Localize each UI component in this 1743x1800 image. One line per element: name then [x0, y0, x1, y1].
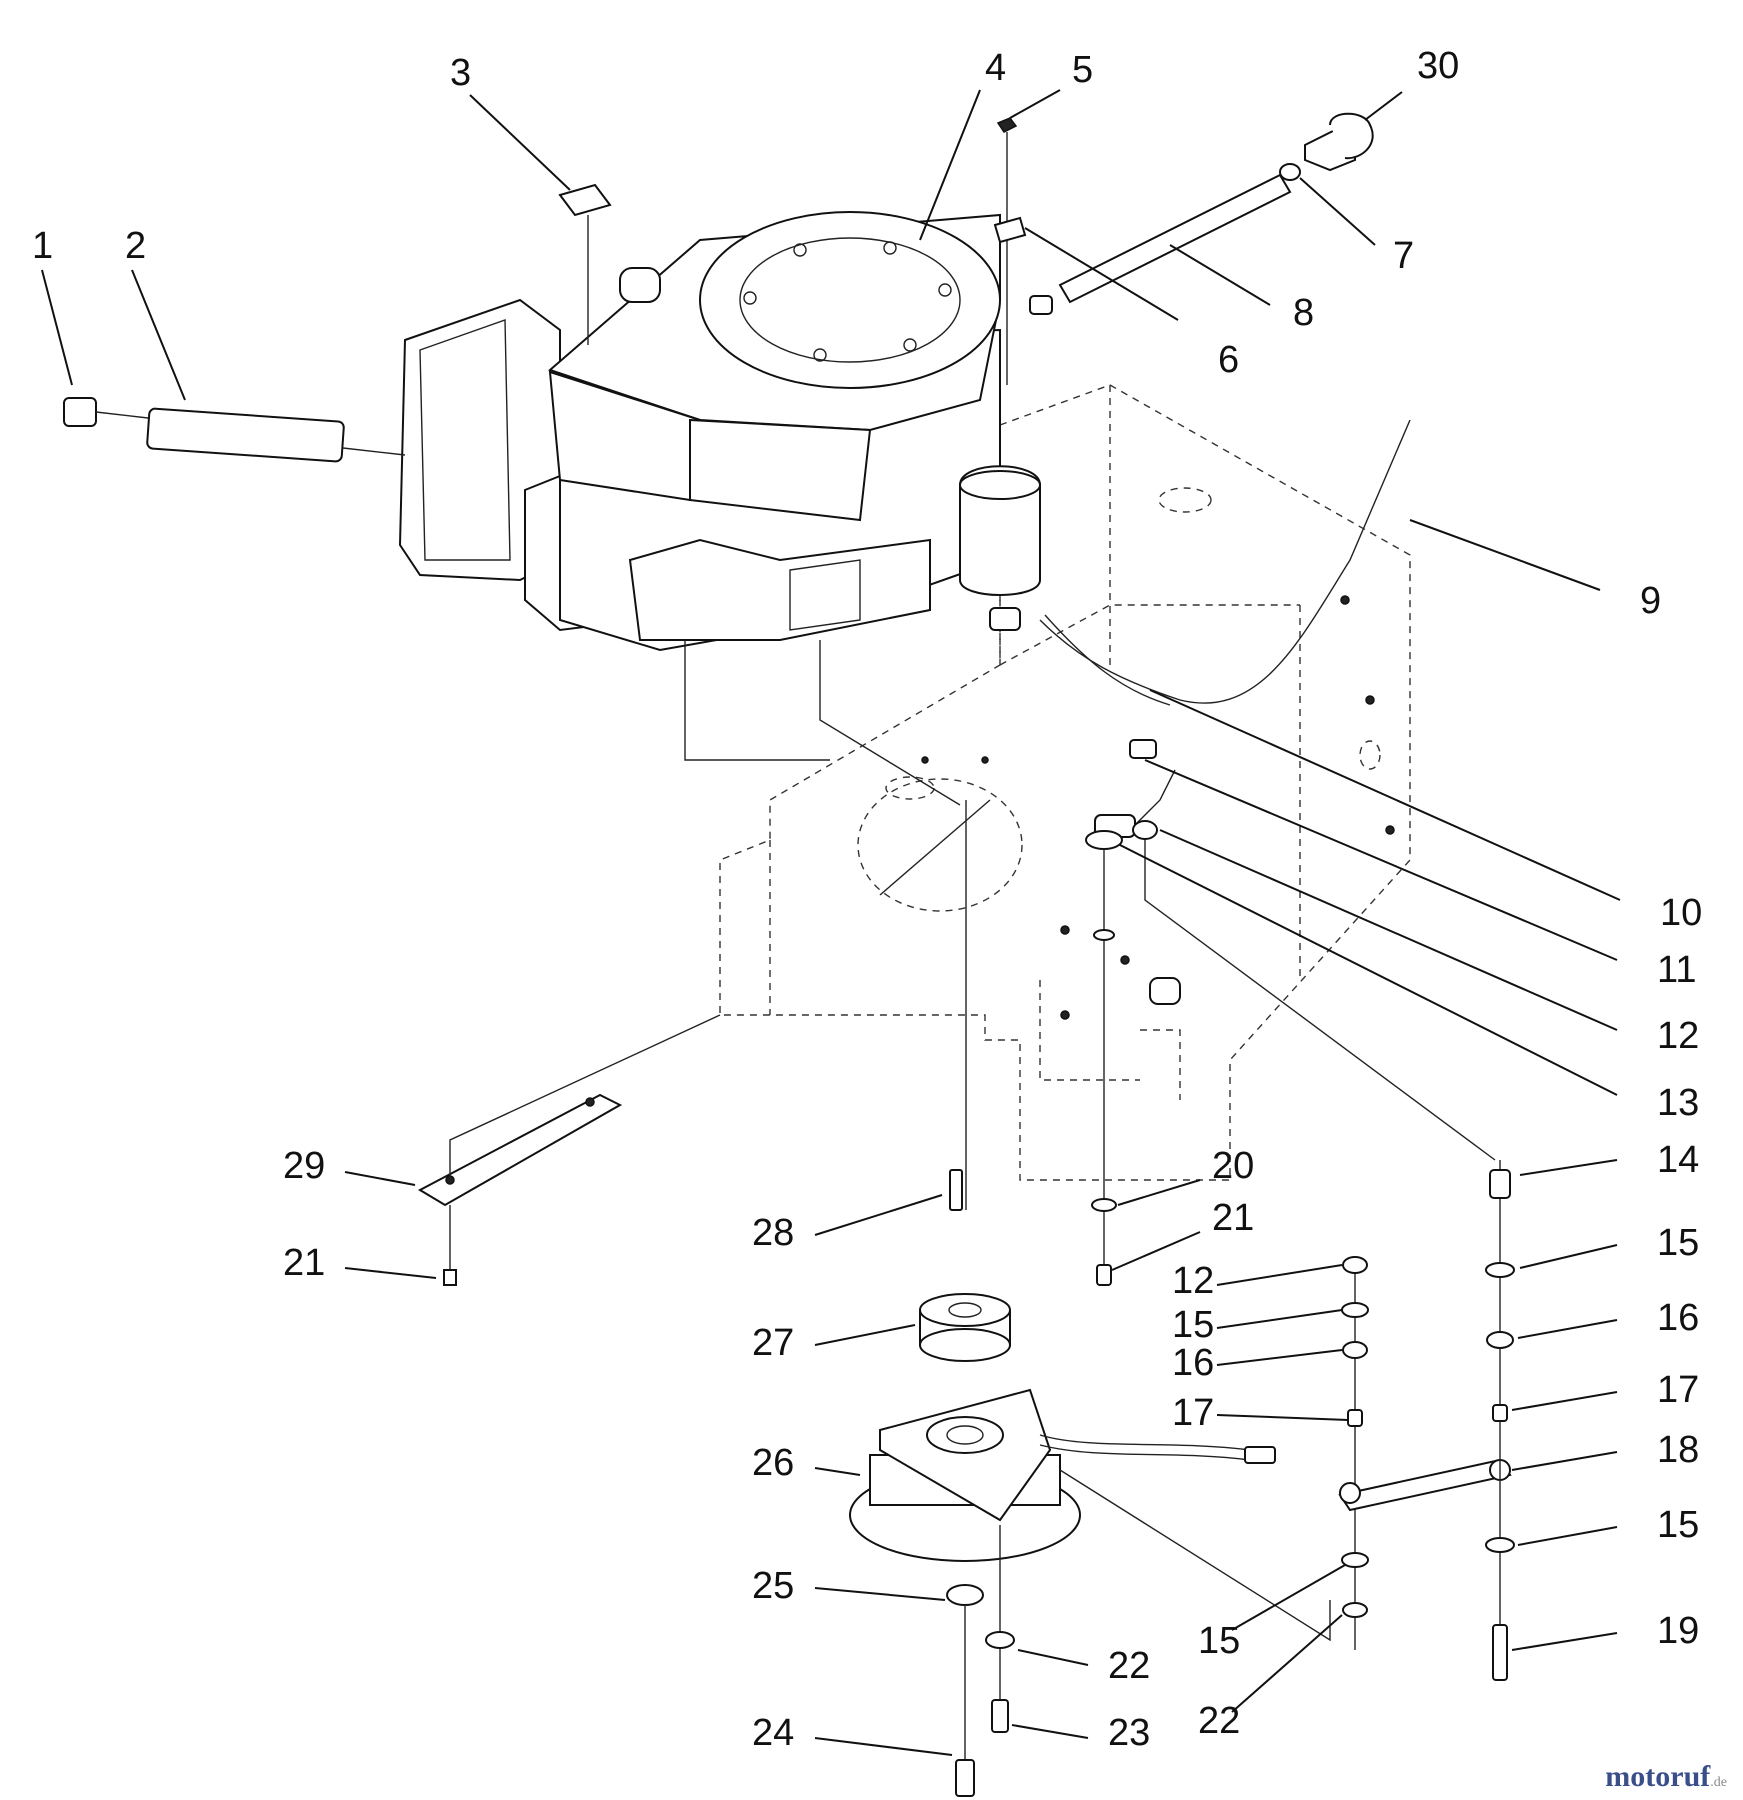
- callout-29: 29: [283, 1145, 325, 1187]
- leader-line-14: [1519, 1159, 1618, 1176]
- leader-line-24: [814, 1737, 953, 1756]
- engine-mount-frame: [719, 384, 1411, 1181]
- leader-line-2: [131, 269, 186, 401]
- leader-line-15c: [1216, 1309, 1343, 1329]
- callout-18: 18: [1657, 1429, 1699, 1471]
- callout-15d: 15: [1198, 1620, 1240, 1662]
- watermark-brand: motoruf: [1605, 1760, 1711, 1793]
- leader-line-5: [1009, 89, 1061, 119]
- leader-line-10: [1149, 689, 1621, 901]
- callout-9: 9: [1640, 580, 1661, 622]
- leader-line-25: [814, 1587, 946, 1601]
- leader-line-19: [1511, 1632, 1618, 1651]
- callout-24: 24: [752, 1712, 794, 1754]
- leader-line-22a: [1231, 1614, 1343, 1713]
- callout-17b: 17: [1172, 1392, 1214, 1434]
- callout-4: 4: [985, 47, 1006, 89]
- callout-12a: 12: [1657, 1015, 1699, 1057]
- leader-line-26: [814, 1467, 861, 1476]
- leader-line-15b: [1517, 1526, 1618, 1546]
- callout-21a: 21: [1212, 1197, 1254, 1239]
- leader-line-3: [469, 94, 571, 191]
- leader-line-28: [814, 1194, 943, 1236]
- leader-line-4: [919, 89, 981, 241]
- callout-1: 1: [32, 225, 53, 267]
- leader-line-15d: [1231, 1564, 1346, 1631]
- leader-line-21b: [344, 1267, 437, 1279]
- leader-line-21a: [1111, 1231, 1201, 1271]
- leader-line-27: [814, 1324, 916, 1346]
- callout-10: 10: [1660, 892, 1702, 934]
- callout-8: 8: [1293, 292, 1314, 334]
- callout-21b: 21: [283, 1242, 325, 1284]
- leader-line-12a: [1159, 829, 1618, 1031]
- callout-5: 5: [1072, 49, 1093, 91]
- leader-line-11: [1144, 759, 1618, 961]
- leader-line-23: [1011, 1724, 1089, 1739]
- callout-26: 26: [752, 1442, 794, 1484]
- callout-25: 25: [752, 1565, 794, 1607]
- leader-line-16a: [1517, 1319, 1618, 1339]
- callout-20: 20: [1212, 1145, 1254, 1187]
- leader-line-8: [1169, 244, 1271, 306]
- lower-hardware: [417, 800, 1515, 1797]
- leader-line-1: [41, 269, 73, 386]
- callout-3: 3: [450, 52, 471, 94]
- callout-16a: 16: [1657, 1297, 1699, 1339]
- callout-23: 23: [1108, 1712, 1150, 1754]
- callout-16b: 16: [1172, 1342, 1214, 1384]
- watermark: motoruf.de: [1605, 1760, 1727, 1794]
- leader-line-16b: [1216, 1349, 1343, 1366]
- engine: [398, 211, 1041, 806]
- watermark-suffix: .de: [1710, 1775, 1727, 1790]
- callout-17a: 17: [1657, 1369, 1699, 1411]
- callout-11: 11: [1657, 949, 1696, 991]
- callout-27: 27: [752, 1322, 794, 1364]
- leader-line-17b: [1216, 1414, 1349, 1421]
- wiring: [989, 419, 1411, 838]
- leader-line-17a: [1511, 1391, 1618, 1411]
- callout-15c: 15: [1172, 1304, 1214, 1346]
- leader-line-15a: [1519, 1244, 1618, 1269]
- callout-28: 28: [752, 1212, 794, 1254]
- leader-line-22b: [1017, 1649, 1089, 1666]
- callout-14: 14: [1657, 1139, 1699, 1181]
- callout-12b: 12: [1172, 1260, 1214, 1302]
- callout-15b: 15: [1657, 1504, 1699, 1546]
- callout-2: 2: [125, 225, 146, 267]
- leader-line-7: [1299, 177, 1376, 246]
- leader-line-30: [1364, 91, 1403, 121]
- callout-6: 6: [1218, 339, 1239, 381]
- callout-7: 7: [1393, 235, 1414, 277]
- top-parts: [63, 112, 1374, 463]
- callout-30: 30: [1417, 45, 1459, 87]
- leader-line-6: [1024, 227, 1179, 321]
- leader-line-13: [1119, 844, 1618, 1096]
- leader-line-29: [344, 1171, 416, 1186]
- callout-19: 19: [1657, 1610, 1699, 1652]
- leader-line-18: [1511, 1451, 1618, 1471]
- callout-13: 13: [1657, 1082, 1699, 1124]
- leader-line-20: [1117, 1179, 1201, 1206]
- leader-line-12b: [1216, 1264, 1343, 1286]
- leader-line-9: [1409, 519, 1601, 591]
- callout-22b: 22: [1108, 1645, 1150, 1687]
- callout-15a: 15: [1657, 1222, 1699, 1264]
- callout-22a: 22: [1198, 1700, 1240, 1742]
